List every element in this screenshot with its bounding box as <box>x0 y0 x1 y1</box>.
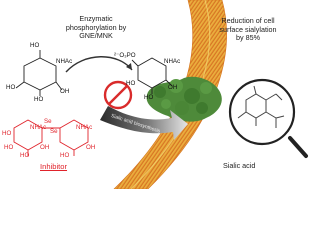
substrate-ho-bottom: HO <box>34 96 44 103</box>
inhibitor-ho-4: HO <box>60 152 70 159</box>
prohibited-sign-icon <box>103 80 133 110</box>
sialic-acid-structure <box>237 85 285 128</box>
inhibitor-se-1: Se <box>44 118 52 125</box>
inhibitor-ho-3: HO <box>20 152 30 159</box>
product-ho-bottom: HO <box>144 94 154 101</box>
inhibitor-label: Inhibitor <box>40 162 68 171</box>
substrate-nhac: NHAc <box>56 58 73 65</box>
product-ho-left: HO <box>126 80 136 87</box>
product-nhac: NHAc <box>164 58 181 65</box>
curved-arrow-icon <box>65 56 133 73</box>
inhibitor-se-2: Se <box>50 128 58 135</box>
inhibitor-oh-2: OH <box>86 144 96 151</box>
sialic-acid-cluster <box>146 76 222 122</box>
inhibitor-nhac-1: NHAc <box>30 124 47 131</box>
product-oh-ring: OH <box>168 84 178 91</box>
product-po3: ²⁻O₃PO <box>114 52 136 59</box>
product-molecule <box>131 57 173 94</box>
substrate-oh-top: HO <box>30 42 40 49</box>
enzymatic-phosphorylation-title: Enzymatic phosphorylation by GNE/MNK <box>65 14 127 41</box>
sialic-acid-label: Sialic acid <box>223 161 256 170</box>
sialylation-reduction-title: Reduction of cell surface sialylation by… <box>219 16 277 43</box>
inhibitor-ho-1: HO <box>2 130 12 137</box>
diagram-canvas <box>13 0 308 189</box>
inhibitor-oh-1: OH <box>40 144 50 151</box>
substrate-ho-left: HO <box>6 84 16 91</box>
biosynthesis-arrow <box>100 106 188 140</box>
inhibitor-nhac-2: NHAc <box>76 124 93 131</box>
substrate-molecule <box>15 50 63 96</box>
substrate-oh-ring: OH <box>60 88 70 95</box>
inhibitor-ho-2: HO <box>4 144 14 151</box>
magnifier-icon <box>228 78 308 158</box>
inhibitor-molecule <box>13 119 89 156</box>
